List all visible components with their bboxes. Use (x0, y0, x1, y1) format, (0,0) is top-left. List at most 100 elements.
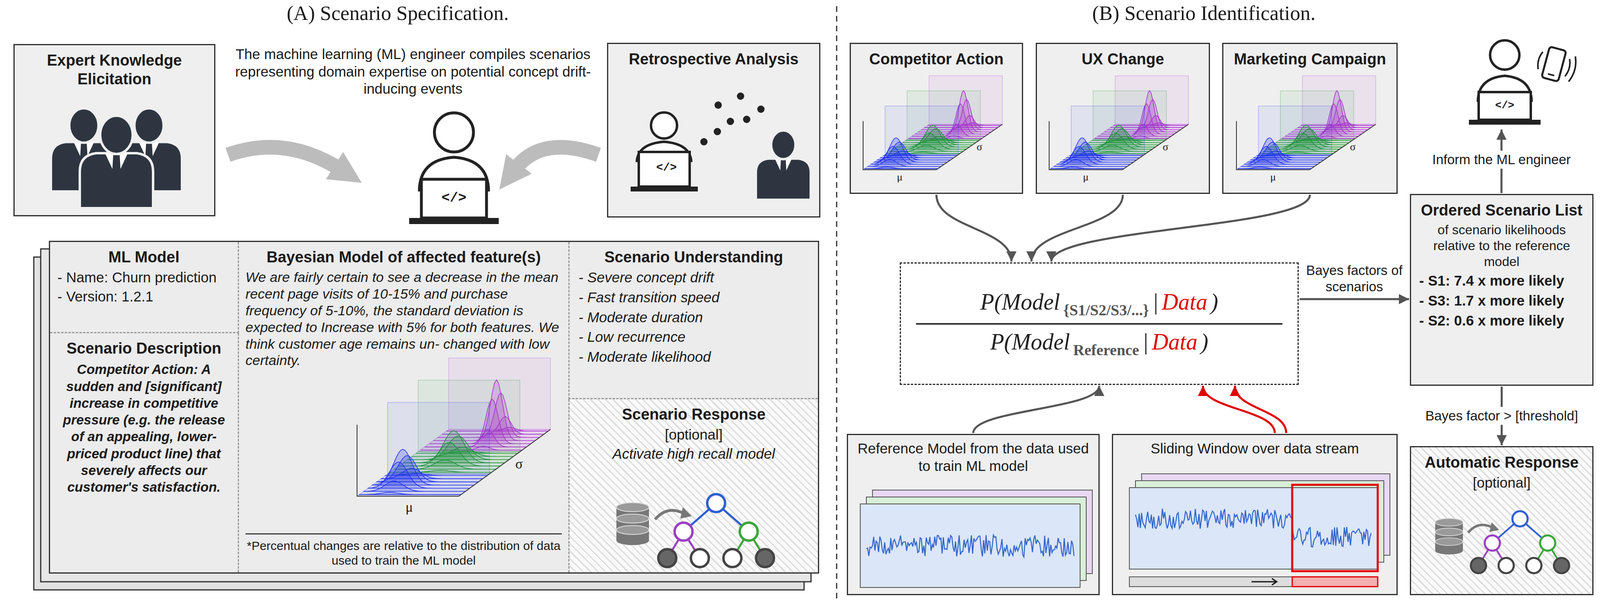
distribution-plot (387, 402, 490, 474)
node-heading: Automatic Response (1415, 452, 1588, 472)
formula-term: Reference (1073, 340, 1140, 360)
panel-title: (B) Scenario Identification. (1000, 0, 1408, 26)
axis-label: σ (1162, 140, 1169, 154)
tree-icon (1498, 557, 1514, 573)
tree-icon (1435, 527, 1463, 536)
illustration (569, 398, 818, 573)
distribution-plot (1098, 124, 1172, 136)
node-heading: Competitor Action (855, 49, 1017, 69)
distribution-plot (927, 122, 1001, 126)
card-section: ML Model- Name: Churn prediction- Versio… (50, 241, 239, 334)
tree-icon (667, 531, 684, 558)
distribution-plot (1091, 139, 1165, 141)
distribution-plot (368, 461, 470, 488)
distribution-plot (389, 470, 492, 473)
axis-label: μ (1270, 170, 1276, 184)
distribution-plot (1256, 153, 1331, 156)
person-icon (69, 108, 99, 143)
distribution-plot (372, 449, 475, 485)
distribution-plot (420, 446, 522, 450)
distribution-plot (363, 480, 466, 492)
distribution-plot (1272, 128, 1346, 145)
distribution-plot (416, 451, 518, 454)
scenario-box: Competitor Action (849, 42, 1024, 194)
tree-icon (680, 506, 692, 519)
tree-icon (683, 531, 700, 558)
analyst-icon (726, 117, 735, 125)
tree-icon (732, 531, 749, 558)
tree-icon (1534, 542, 1548, 566)
formula-box: P(Model{S1/S2/S3/...}|Data)P(ModelRefere… (899, 262, 1299, 385)
distribution-plot (874, 137, 948, 163)
distribution-plot (1263, 144, 1337, 152)
edge-label: Bayes factors of scenarios (1302, 262, 1406, 296)
distribution-plot (1285, 124, 1359, 136)
distribution-plot (1049, 120, 1189, 170)
distribution-plot (1110, 115, 1184, 128)
data-card (872, 489, 1093, 574)
flow-arrow (936, 194, 1012, 262)
data-card (1141, 473, 1390, 555)
distribution-plot (1078, 133, 1153, 150)
distribution-plot (1069, 153, 1143, 156)
distribution-plot (1054, 159, 1128, 167)
distribution-plot (1060, 137, 1134, 163)
edge-label: Bayes factor > [threshold] (1422, 406, 1582, 425)
distribution-plot (899, 128, 973, 145)
node-heading: Scenario Understanding (574, 247, 814, 267)
input-arrow (227, 146, 340, 169)
tree-icon (739, 522, 758, 541)
flow-arrow (1203, 385, 1275, 433)
person-icon (50, 108, 117, 192)
distribution-plot (863, 154, 959, 170)
distribution-plot (1258, 105, 1332, 155)
distribution-plot (905, 139, 979, 141)
distribution-plot (1071, 105, 1145, 155)
tree-icon (616, 513, 649, 523)
distribution-plot (1282, 135, 1356, 139)
node-text: We are fairly certain to see a decrease … (245, 268, 562, 369)
distribution-plot (1049, 154, 1145, 170)
distribution-plot (1104, 90, 1178, 132)
tree-icon (616, 525, 649, 535)
distribution-plot (446, 427, 549, 431)
person-icon (100, 115, 133, 154)
distribution-plot (1076, 144, 1150, 152)
formula-term: | (1142, 327, 1149, 356)
node-text: Competitor Action: A sudden and [signifi… (56, 360, 232, 496)
distribution-plot (1247, 137, 1321, 163)
analyst-icon (650, 112, 678, 139)
node-heading: Expert Knowledge Elicitation (19, 50, 210, 89)
distribution-plot (442, 416, 544, 434)
data-card (860, 503, 1081, 588)
flow-arrow (1051, 194, 1310, 262)
flow-arrow (1234, 385, 1287, 433)
distribution-plot (1050, 166, 1125, 169)
distribution-plot (1253, 150, 1327, 158)
result-box: Ordered Scenario Listof scenario likelih… (1409, 193, 1594, 386)
node-heading: Reference Model from the data used to tr… (854, 439, 1092, 475)
distribution-plot (880, 150, 954, 158)
distribution-plot (411, 447, 514, 457)
tree-icon (616, 535, 649, 545)
person-icon (138, 142, 160, 165)
progress-bar (1292, 576, 1378, 587)
axis-label: σ (1350, 140, 1356, 154)
distribution-plot (870, 146, 945, 165)
person-icon (111, 155, 122, 189)
distribution-plot (1088, 136, 1162, 143)
tree-icon (1435, 541, 1463, 551)
node-text: [optional] (574, 425, 814, 444)
input-arrow (515, 146, 599, 169)
person-icon (779, 160, 787, 186)
node-text: - Fast transition speed (578, 288, 809, 307)
node-heading: Marketing Campaign (1228, 49, 1392, 69)
distribution-plot (1278, 139, 1353, 141)
distribution-plot (1269, 124, 1343, 147)
tree-icon (707, 493, 726, 512)
distribution-plot (929, 75, 1003, 125)
node-heading: Retrospective Analysis (613, 49, 815, 69)
tree-icon (1520, 518, 1548, 544)
time-series (866, 534, 1074, 557)
